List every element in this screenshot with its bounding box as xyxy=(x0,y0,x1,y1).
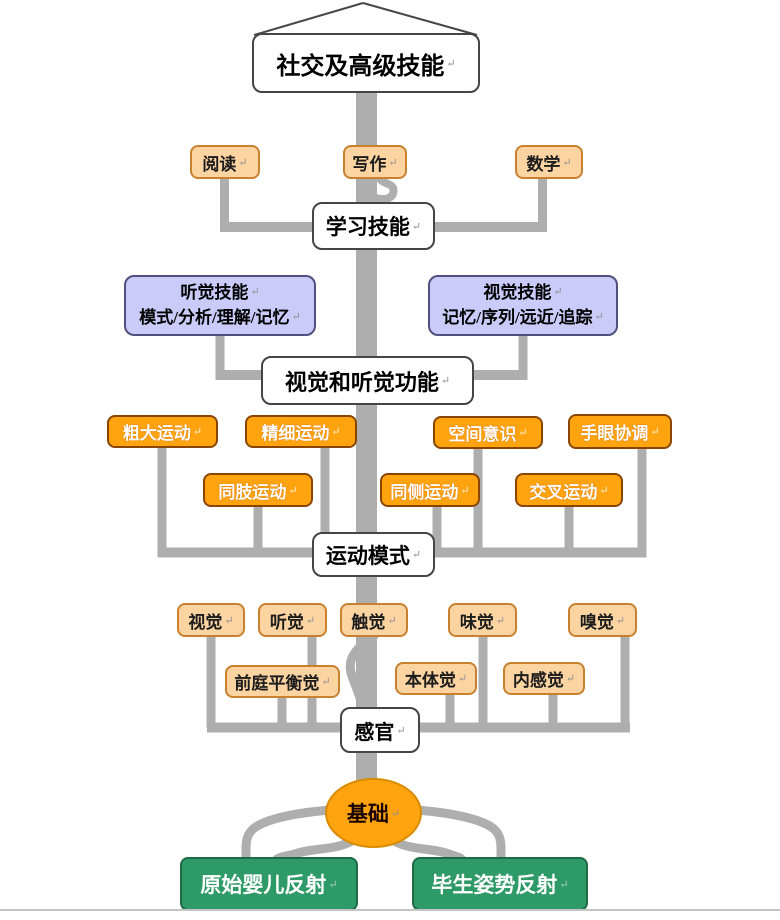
line-break-mark: ↵ xyxy=(411,220,422,233)
node-label: 阅读 xyxy=(202,154,237,174)
node-proprioception: 本体觉↵ xyxy=(395,662,477,695)
line-break-mark: ↵ xyxy=(460,484,470,497)
node-gross-motor: 粗大运动↵ xyxy=(107,415,218,448)
node-label: 同侧运动 xyxy=(390,482,459,502)
node-label: 手眼协调 xyxy=(580,424,649,443)
node-label: 同肢运动 xyxy=(218,482,287,502)
node-foundation: 基础↵ xyxy=(325,778,422,848)
node-label: 空间意识 xyxy=(448,425,517,444)
line-break-mark: ↵ xyxy=(396,724,406,737)
line-break-mark: ↵ xyxy=(305,614,316,627)
line-break-mark: ↵ xyxy=(387,614,397,627)
node-label: 听觉 xyxy=(269,612,304,632)
line-break-mark: ↵ xyxy=(553,286,563,299)
node-label: 运动模式 xyxy=(325,543,410,568)
line-break-mark: ↵ xyxy=(594,310,604,323)
line-break-mark: ↵ xyxy=(250,286,260,299)
node-hand-eye: 手眼协调↵ xyxy=(568,414,672,449)
line-break-mark: ↵ xyxy=(559,878,569,891)
node-sublabel: 模式/分析/理解/记忆 xyxy=(139,307,290,327)
line-break-mark: ↵ xyxy=(390,807,401,820)
node-label: 感官 xyxy=(354,721,395,744)
node-spatial-awareness: 空间意识↵ xyxy=(433,416,543,449)
node-label: 视觉 xyxy=(188,612,223,632)
line-break-mark: ↵ xyxy=(457,673,468,685)
node-fine-motor: 精细运动↵ xyxy=(245,415,357,448)
line-break-mark: ↵ xyxy=(599,484,609,497)
node-primitive-reflexes: 原始婴儿反射↵ xyxy=(180,857,358,911)
node-sight: 视觉↵ xyxy=(177,603,245,637)
node-motor-patterns: 运动模式↵ xyxy=(312,532,435,577)
node-label: 内感觉 xyxy=(512,671,564,690)
line-break-mark: ↵ xyxy=(446,57,456,70)
node-label: 前庭平衡觉 xyxy=(234,674,320,693)
node-writing: 写作↵ xyxy=(343,145,407,179)
node-label: 基础 xyxy=(346,802,389,826)
node-math: 数学↵ xyxy=(515,145,583,179)
line-break-mark: ↵ xyxy=(411,549,422,561)
line-break-mark: ↵ xyxy=(224,614,234,627)
line-break-mark: ↵ xyxy=(565,673,576,685)
line-break-mark: ↵ xyxy=(328,878,338,891)
node-label: 社交及高级技能 xyxy=(276,53,445,80)
node-label: 原始婴儿反射 xyxy=(200,873,327,897)
line-break-mark: ↵ xyxy=(192,426,203,438)
line-break-mark: ↵ xyxy=(562,156,572,169)
node-vestibular: 前庭平衡觉↵ xyxy=(225,665,340,698)
node-label: 数学 xyxy=(526,154,561,174)
node-interoception: 内感觉↵ xyxy=(503,662,585,695)
node-learning-skills: 学习技能↵ xyxy=(312,202,435,250)
roof-left-line xyxy=(253,2,364,36)
branch-left-outer-connector xyxy=(241,805,336,864)
node-label: 毕生姿势反射 xyxy=(431,873,558,897)
line-break-mark: ↵ xyxy=(238,156,248,169)
node-label: 本体觉 xyxy=(404,671,456,690)
line-break-mark: ↵ xyxy=(518,427,528,439)
touch-curve-connector xyxy=(345,631,379,727)
node-visual-skills: 视觉技能↵ 记忆/序列/远近/追踪↵ xyxy=(428,275,618,336)
line-break-mark: ↵ xyxy=(291,310,301,323)
line-break-mark: ↵ xyxy=(440,375,451,387)
node-reading: 阅读↵ xyxy=(190,145,260,179)
line-break-mark: ↵ xyxy=(331,426,341,438)
node-label: 视觉和听觉功能 xyxy=(284,369,439,395)
branch-right-outer-connector xyxy=(411,805,506,864)
node-visual-auditory-function: 视觉和听觉功能↵ xyxy=(261,356,474,405)
node-cross-motion: 交叉运动↵ xyxy=(515,473,623,507)
node-label: 触觉 xyxy=(351,612,386,632)
node-smell: 嗅觉↵ xyxy=(568,603,637,637)
line-break-mark: ↵ xyxy=(388,156,398,169)
node-label: 嗅觉 xyxy=(579,612,614,632)
node-postural-reflexes: 毕生姿势反射↵ xyxy=(412,857,588,911)
node-label: 味觉 xyxy=(459,612,494,632)
node-hearing: 听觉↵ xyxy=(258,603,327,637)
node-label: 粗大运动 xyxy=(122,424,191,443)
node-senses: 感官↵ xyxy=(340,707,420,753)
line-break-mark: ↵ xyxy=(615,614,626,627)
line-break-mark: ↵ xyxy=(288,484,298,497)
node-label: 视觉技能 xyxy=(483,282,552,302)
line-break-mark: ↵ xyxy=(321,676,331,688)
node-social-skills: 社交及高级技能↵ xyxy=(252,33,480,93)
node-same-side: 同侧运动↵ xyxy=(380,473,480,507)
node-label: 写作 xyxy=(352,154,387,174)
node-touch: 触觉↵ xyxy=(340,603,408,637)
roof-right-line xyxy=(362,2,478,36)
node-auditory-skills: 听觉技能↵ 模式/分析/理解/记忆↵ xyxy=(124,275,316,336)
page-divider-line xyxy=(0,909,780,911)
line-break-mark: ↵ xyxy=(495,614,506,627)
node-label: 听觉技能 xyxy=(180,282,249,302)
writing-hook-connector xyxy=(369,170,398,204)
node-sublabel: 记忆/序列/远近/追踪 xyxy=(442,307,593,327)
node-label: 学习技能 xyxy=(325,215,410,239)
node-same-limb: 同肢运动↵ xyxy=(203,473,313,507)
node-taste: 味觉↵ xyxy=(448,603,517,637)
line-break-mark: ↵ xyxy=(650,426,660,438)
node-label: 精细运动 xyxy=(261,424,330,443)
node-label: 交叉运动 xyxy=(529,482,598,502)
